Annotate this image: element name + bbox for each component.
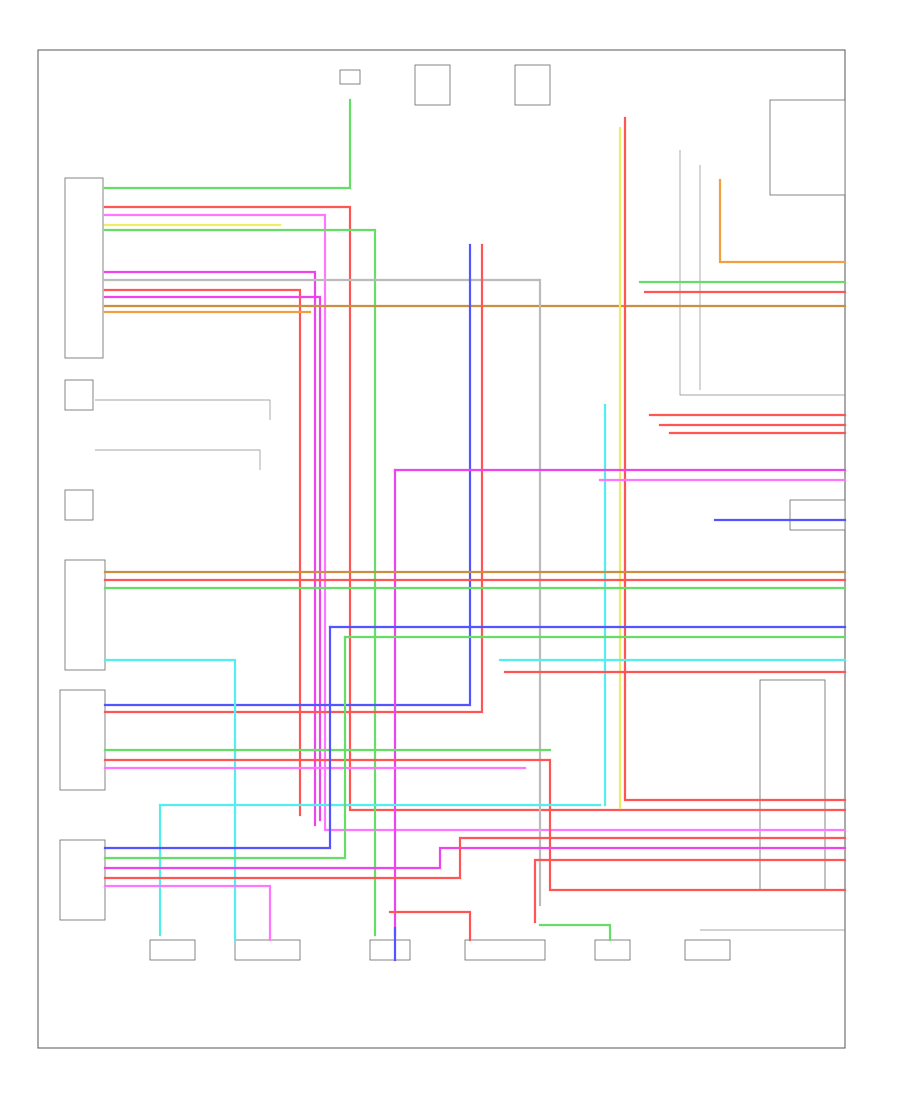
wire-red-1 [103,205,847,812]
wire-green-4 [103,228,377,937]
diagram-frame [37,49,846,1049]
wire-pink-2 [103,213,847,832]
wire-green-45 [538,923,612,942]
wire-green-0 [103,98,352,190]
component-box-right-mid [789,499,846,531]
component-box-top-sensor [339,69,361,85]
component-box-bottom-3 [369,939,411,961]
component-box-left-lower [64,559,106,671]
wire-red-46 [388,910,472,942]
guide-line-left-2 [95,449,261,470]
wire-gray-10 [103,278,542,907]
wire-red-13 [623,116,847,802]
wire-orange-15 [718,178,847,264]
component-box-bottom-2 [234,939,301,961]
component-box-left-bottom [59,839,106,921]
component-box-left-main [64,177,104,359]
component-box-bottom-5 [594,939,631,961]
component-box-bottom-4 [464,939,546,961]
wire-red-6 [103,288,302,817]
wire-red-42 [103,836,847,880]
wire-magenta-7 [103,295,322,822]
wire-red-44 [533,858,847,924]
guide-line-left-1 [95,399,271,420]
wire-layer [103,98,847,962]
wire-red-12 [103,243,484,714]
wire-red-35 [103,758,847,892]
component-box-left-ecu [59,689,106,791]
component-box-left-small-1 [64,379,94,411]
component-box-top-2 [514,64,551,106]
wire-cyan-33 [103,658,237,942]
wire-blue-11 [103,243,472,707]
component-box-bottom-6 [684,939,731,961]
component-box-bottom-1 [149,939,196,961]
wire-pink-43 [103,884,272,942]
component-box-right-top [769,99,846,196]
component-box-right-main [759,679,826,891]
wire-blue-39 [103,625,332,850]
guide-line-right-1 [679,150,845,396]
component-box-top-1 [414,64,451,106]
wire-green-40 [103,635,347,860]
wire-magenta-5 [103,270,317,827]
wire-magenta-41 [103,846,847,870]
component-box-left-small-2 [64,489,94,521]
